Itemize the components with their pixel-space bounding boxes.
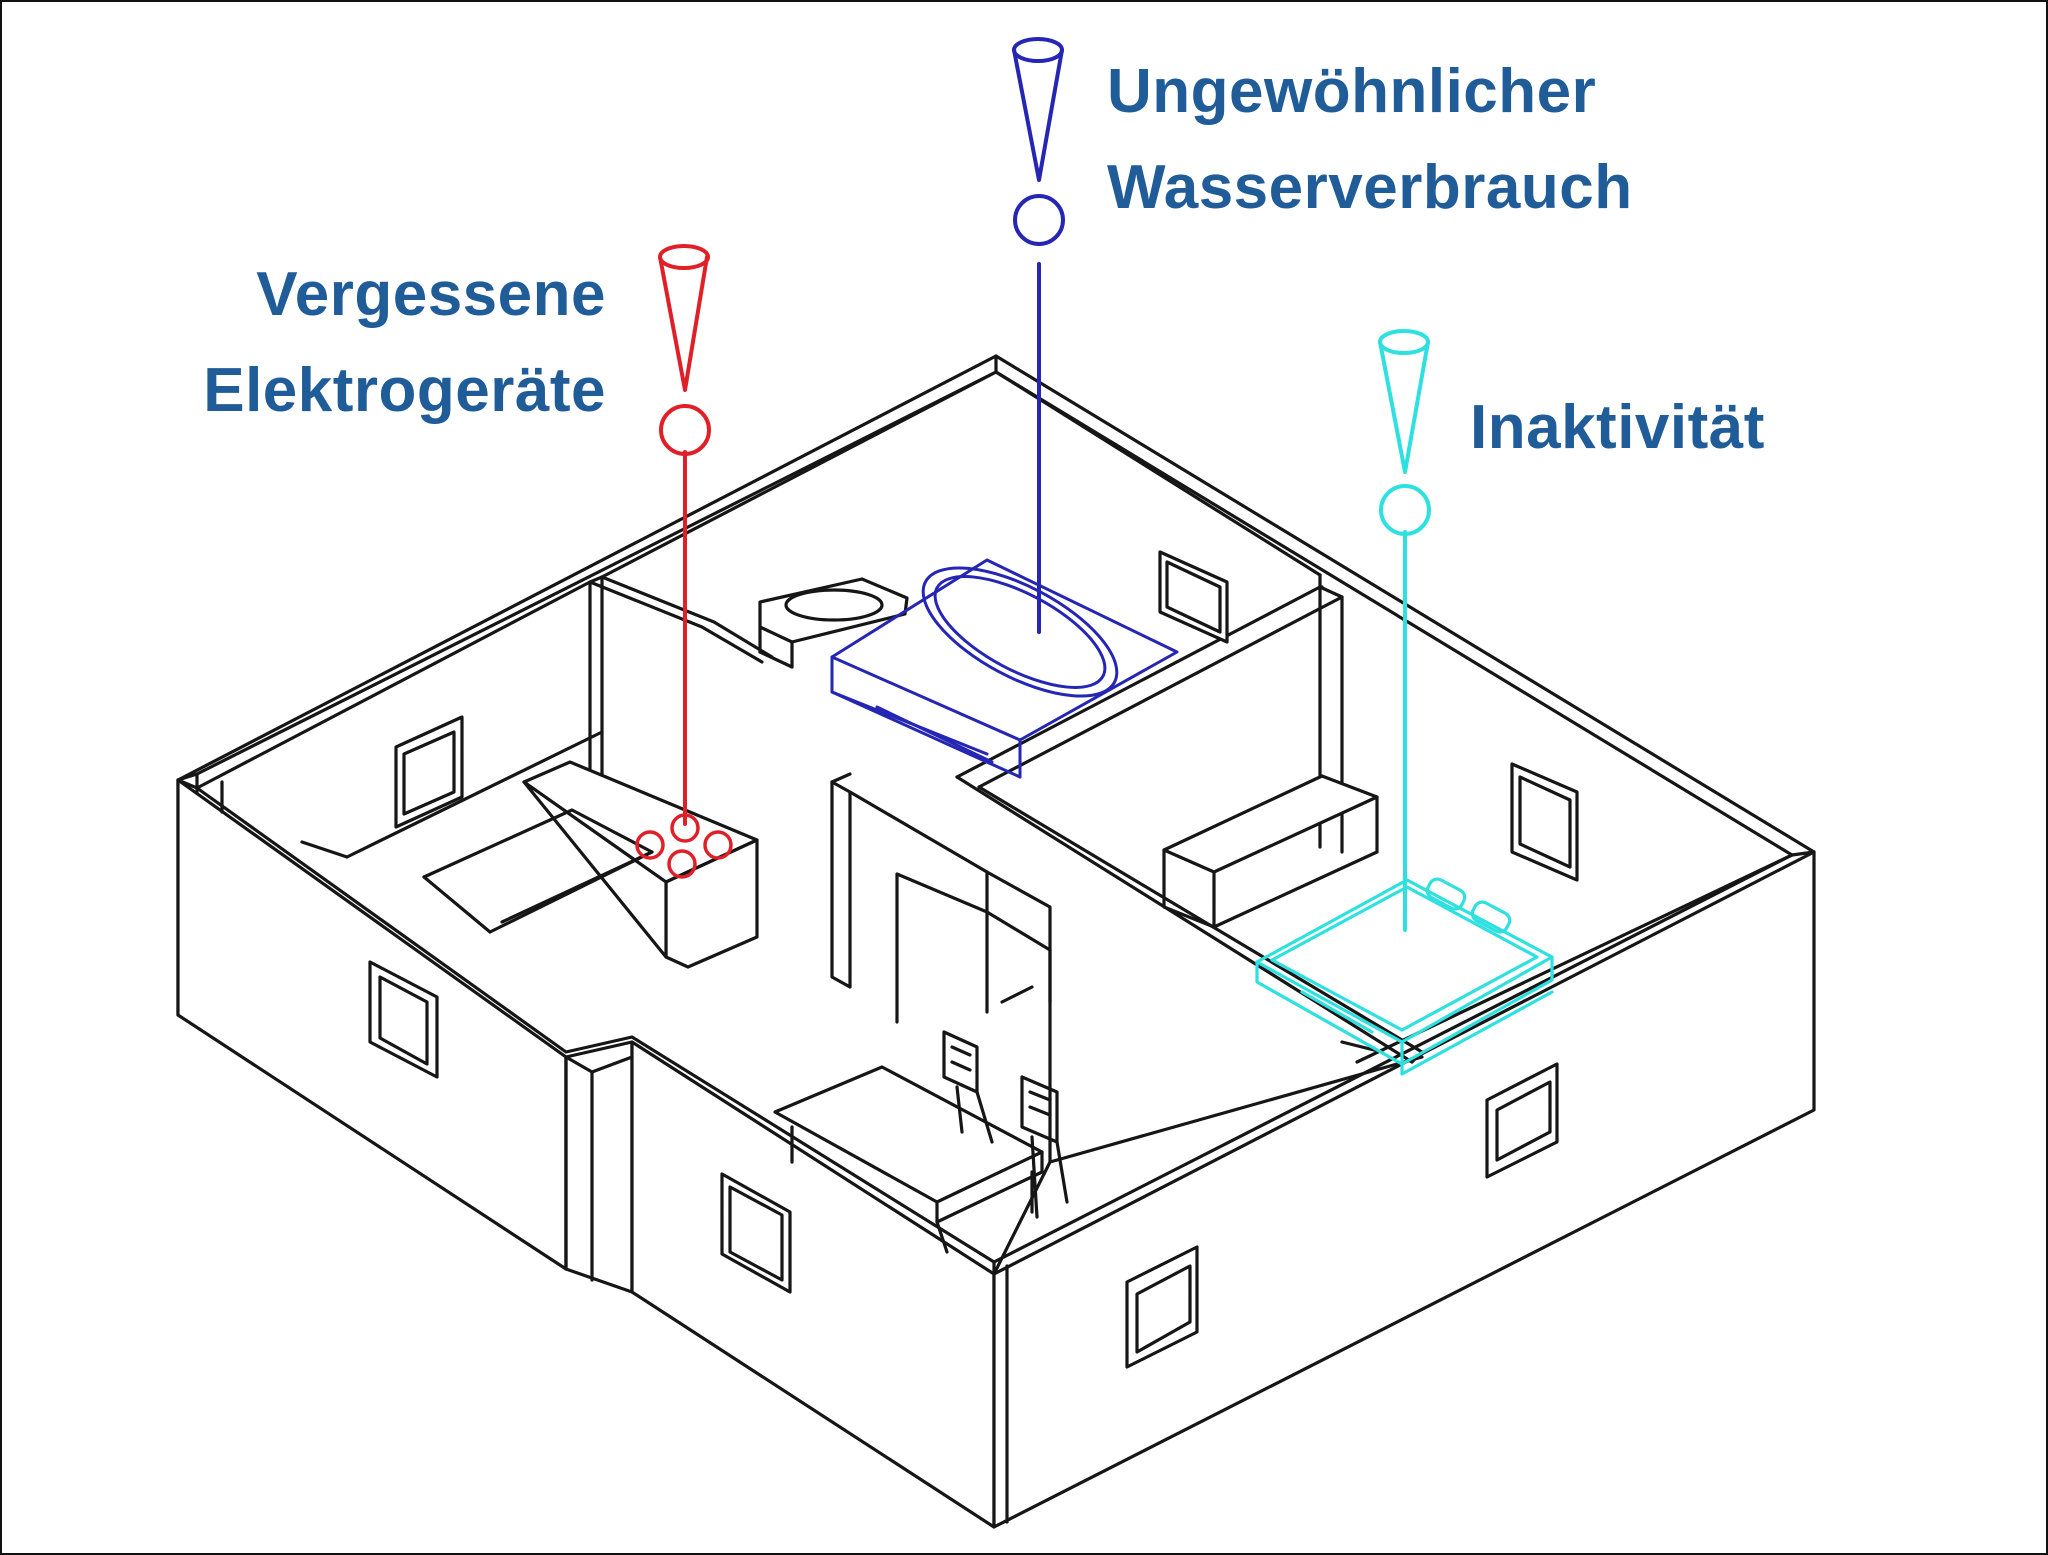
label-water-usage: Ungewöhnlicher Wasserverbrauch [1107,44,1633,236]
windows [368,550,1579,1369]
label-inactivity: Inaktivität [1470,380,1765,476]
label-inactivity-text: Inaktivität [1470,393,1765,462]
label-forgotten-appliances: Vergessene Elektrogeräte [203,247,606,439]
label-elec-line2: Elektrogeräte [203,356,606,425]
label-water-line1: Ungewöhnlicher [1107,57,1597,126]
house-walls [176,354,1816,1529]
label-water-line2: Wasserverbrauch [1107,153,1633,222]
water-sensor [830,37,1179,779]
label-elec-line1: Vergessene [256,260,606,329]
inactivity-sensor [1255,329,1554,1076]
electro-sensor [635,244,733,879]
